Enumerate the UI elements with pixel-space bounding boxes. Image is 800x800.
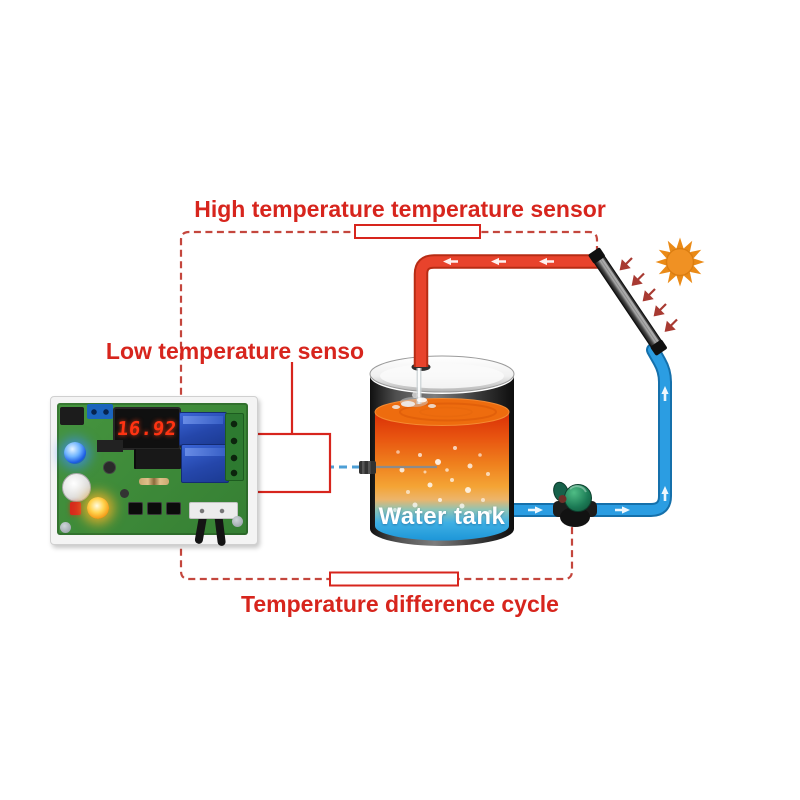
capacitor <box>62 473 91 502</box>
flow-arrow-icon <box>491 257 506 266</box>
solar-collector <box>588 247 667 356</box>
tactile-button <box>166 502 181 515</box>
flow-arrow-icon <box>539 257 554 266</box>
relay-module-2 <box>181 444 229 483</box>
high-sensor-box <box>354 224 481 239</box>
screw <box>60 522 71 533</box>
tactile-button <box>147 502 162 515</box>
screw <box>232 516 243 527</box>
cold-water-pipe <box>503 343 672 517</box>
flow-arrow-icon <box>443 257 458 266</box>
label-temp-difference-cycle: Temperature difference cycle <box>241 591 559 617</box>
resistor <box>139 478 169 485</box>
sun-icon <box>655 237 705 287</box>
small-capacitor <box>120 489 129 498</box>
flow-arrow-icon <box>661 386 669 401</box>
cycle-box <box>329 571 459 587</box>
ic-chip <box>134 449 181 469</box>
small-capacitor <box>103 461 116 474</box>
seven-segment-display: 16.92 <box>113 407 181 450</box>
low-sensor-box <box>251 432 332 494</box>
label-low-temp-sensor: Low temperature senso <box>105 338 365 364</box>
inlet-splash <box>392 368 436 409</box>
green-terminal-block <box>225 413 244 481</box>
tank-water <box>375 412 509 541</box>
water-tank <box>369 355 515 546</box>
pump-icon <box>553 481 597 527</box>
white-connector <box>189 502 238 519</box>
power-jack <box>60 407 84 425</box>
water-surface <box>374 398 510 426</box>
ic-chip-small <box>97 440 123 452</box>
relay-module-1 <box>179 412 227 446</box>
temperature-probe-icon <box>359 461 437 474</box>
sunray-arrow-icon <box>619 257 678 332</box>
water-tank-label: Water tank <box>378 503 506 530</box>
flow-arrow-icon <box>661 486 669 501</box>
red-led <box>70 502 81 515</box>
tactile-button <box>128 502 143 515</box>
label-high-temp-sensor: High temperature temperature sensor <box>194 196 606 222</box>
blue-led <box>64 442 86 464</box>
yellow-led <box>87 497 109 519</box>
water-bubbles <box>393 446 492 514</box>
flow-arrow-icon <box>528 506 543 514</box>
display-value: 16.92 <box>115 417 178 440</box>
blue-terminal-block <box>87 404 113 419</box>
hot-water-pipe <box>413 254 600 367</box>
flow-arrow-icon <box>615 506 630 514</box>
